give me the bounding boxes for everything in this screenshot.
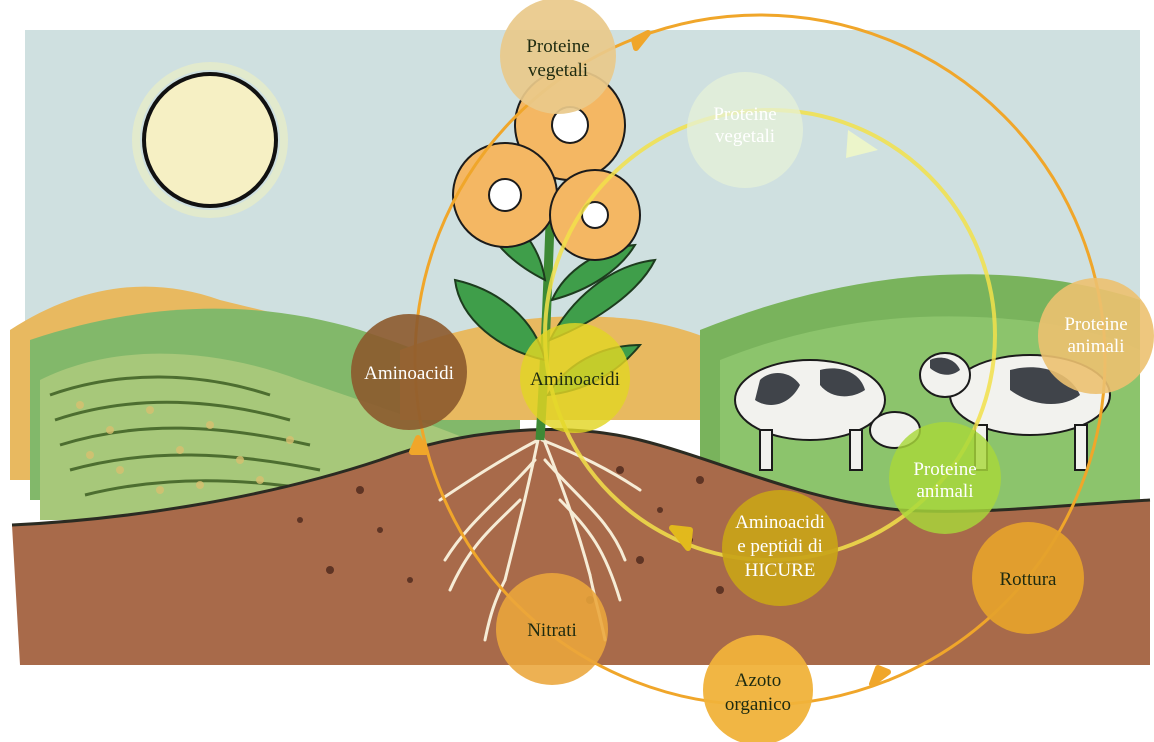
node-aminoacidi-outer: Aminoacidi: [351, 314, 467, 430]
node-label-line: Proteine: [913, 459, 976, 480]
svg-text:Aminoacidi: Aminoacidi: [735, 512, 825, 533]
node-label-line: e peptidi di: [737, 536, 822, 557]
node-rottura: Rottura: [972, 522, 1084, 634]
node-label-line: animali: [917, 481, 974, 502]
node-nitrati: Nitrati: [496, 573, 608, 685]
svg-text:Proteine: Proteine: [713, 104, 776, 125]
node-label-line: HICURE: [745, 560, 816, 581]
node-label-line: Rottura: [1000, 569, 1058, 590]
node-label-line: Azoto: [735, 670, 781, 691]
node-label-line: Proteine: [713, 104, 776, 125]
svg-text:Proteine: Proteine: [1064, 314, 1127, 335]
svg-text:animali: animali: [917, 481, 974, 502]
node-label-line: organico: [725, 694, 791, 715]
node-label-line: Aminoacidi: [530, 369, 620, 390]
node-label-line: Aminoacidi: [364, 363, 454, 384]
svg-text:Azoto: Azoto: [735, 670, 781, 691]
node-label-line: animali: [1068, 336, 1125, 357]
node-azoto-organico: Azoto organico: [703, 635, 813, 742]
sun-icon: [144, 74, 276, 206]
node-proteine-animali-inner: Proteine animali: [889, 422, 1001, 534]
svg-text:animali: animali: [1068, 336, 1125, 357]
node-label-line: Proteine: [526, 36, 589, 57]
node-proteine-vegetali-inner: Proteine vegetali: [687, 72, 803, 188]
svg-text:Proteine: Proteine: [913, 459, 976, 480]
node-hicure: Aminoacidi e peptidi di HICURE: [722, 490, 838, 606]
node-label-line: Aminoacidi: [735, 512, 825, 533]
svg-text:Proteine: Proteine: [526, 36, 589, 57]
node-label-line: vegetali: [715, 126, 775, 147]
svg-text:HICURE: HICURE: [745, 560, 816, 581]
svg-text:organico: organico: [725, 694, 791, 715]
svg-text:e peptidi di: e peptidi di: [737, 536, 822, 557]
node-proteine-vegetali-outer: Proteine vegetali: [500, 0, 616, 114]
node-label-line: Nitrati: [527, 620, 577, 641]
node-aminoacidi-inner: Aminoacidi: [520, 323, 630, 433]
svg-text:vegetali: vegetali: [528, 60, 588, 81]
node-label-line: vegetali: [528, 60, 588, 81]
svg-text:vegetali: vegetali: [715, 126, 775, 147]
node-label-line: Proteine: [1064, 314, 1127, 335]
node-proteine-animali-outer: Proteine animali: [1038, 278, 1154, 394]
